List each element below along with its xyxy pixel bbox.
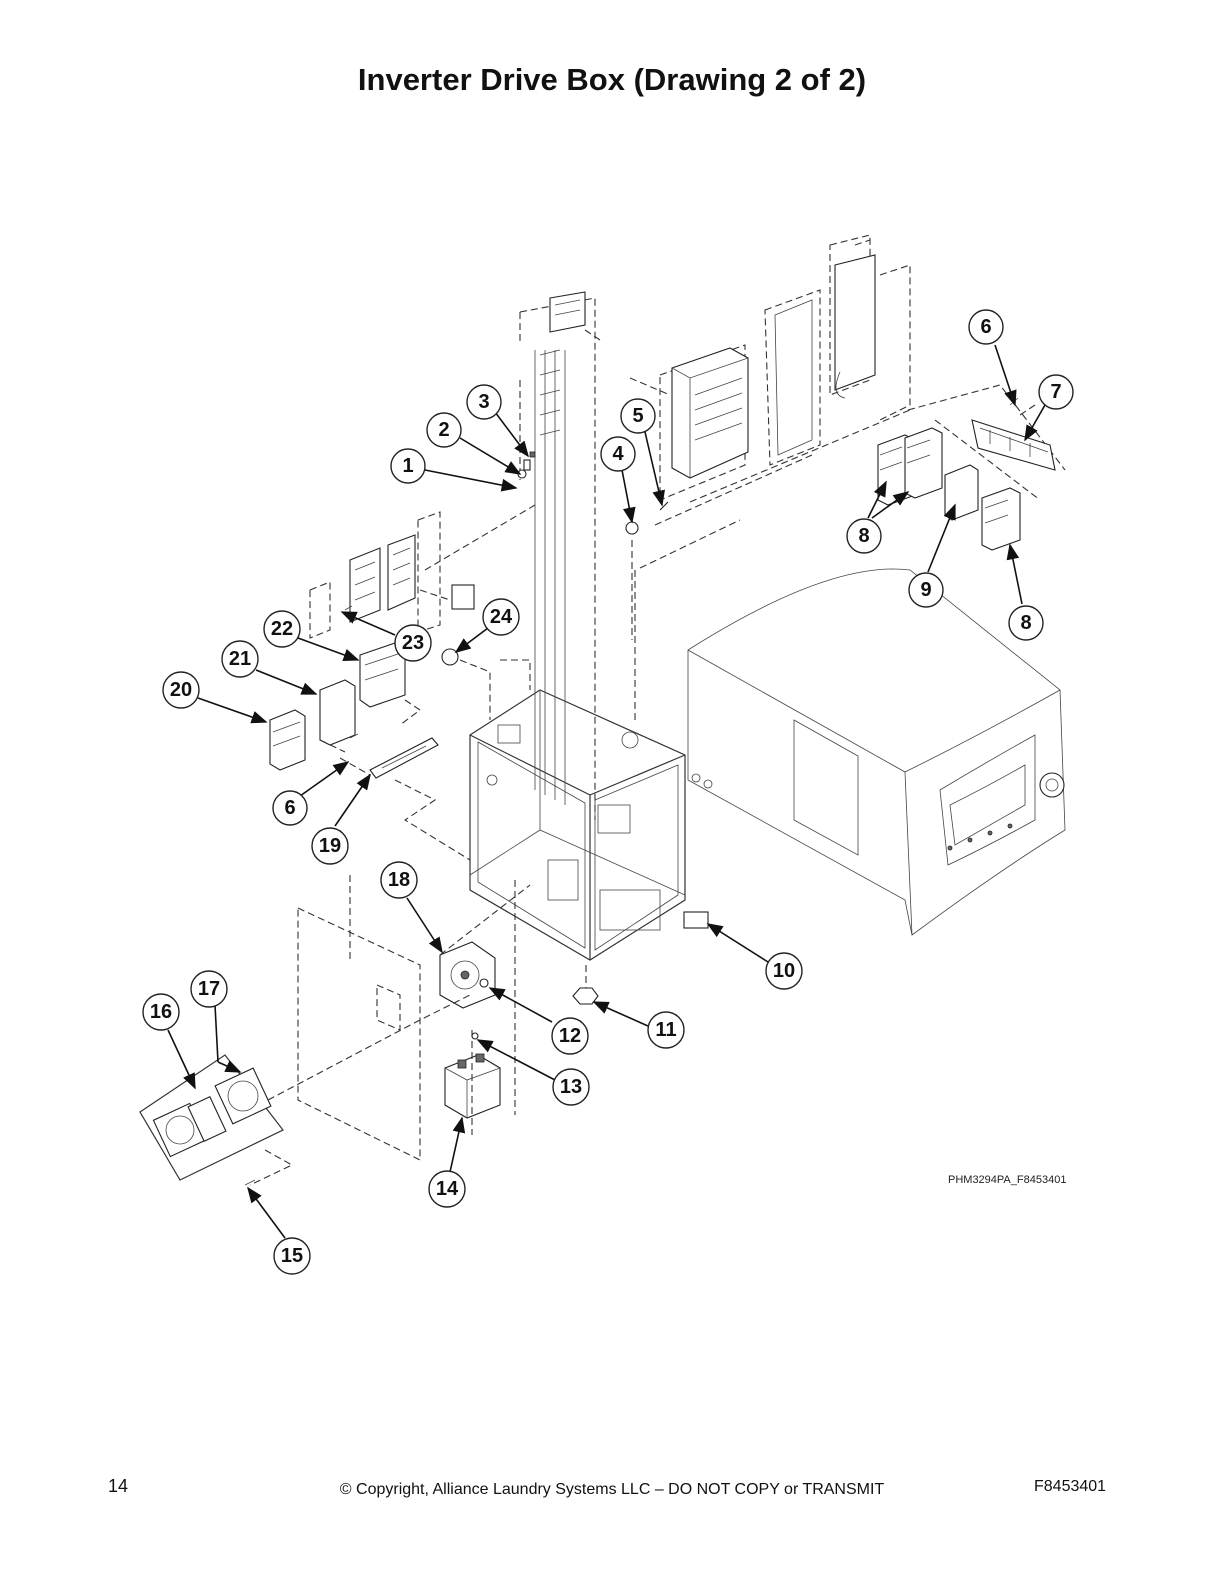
callout-8-left: 8	[846, 518, 882, 554]
svg-text:6: 6	[284, 797, 295, 819]
contactor-group	[877, 384, 1066, 551]
callout-2: 2	[426, 412, 462, 448]
page-number: 14	[108, 1476, 129, 1496]
callout-6-top: 6	[968, 309, 1004, 345]
enclosure-box	[469, 689, 713, 961]
callout-14: 14	[428, 1170, 466, 1208]
svg-text:24: 24	[490, 606, 513, 628]
left-din-rail-group	[269, 642, 471, 861]
svg-text:4: 4	[612, 443, 624, 465]
callout-22: 22	[263, 610, 301, 648]
svg-text:22: 22	[271, 618, 293, 640]
callout-1: 1	[390, 448, 426, 484]
svg-text:6: 6	[980, 316, 991, 338]
assembly-lines	[424, 329, 911, 720]
svg-text:21: 21	[229, 648, 251, 670]
callout-21: 21	[221, 640, 259, 678]
svg-text:3: 3	[478, 391, 489, 413]
callout-12: 12	[551, 1017, 589, 1055]
callout-13: 13	[552, 1068, 590, 1106]
callout-18: 18	[380, 861, 418, 899]
svg-text:23: 23	[402, 632, 424, 654]
callout-9: 9	[908, 572, 944, 608]
svg-text:11: 11	[655, 1019, 676, 1041]
callout-4: 4	[600, 436, 636, 472]
callout-10: 10	[765, 952, 803, 990]
relay-bank	[309, 511, 475, 639]
front-panel	[297, 875, 421, 1161]
svg-text:10: 10	[773, 960, 795, 982]
svg-text:14: 14	[436, 1178, 459, 1200]
svg-text:20: 20	[170, 679, 192, 701]
document-number: F8453401	[1034, 1478, 1107, 1495]
svg-text:8: 8	[858, 525, 869, 547]
callout-5: 5	[620, 398, 656, 434]
fan-guard-assembly	[139, 994, 471, 1186]
transformer	[444, 880, 516, 1135]
hardware	[244, 451, 709, 1186]
drawing-code: PHM3294PA_F8453401	[948, 1174, 1067, 1186]
callout-8-right: 8	[1008, 605, 1044, 641]
svg-text:1: 1	[402, 455, 413, 477]
callout-16: 16	[142, 993, 180, 1031]
svg-text:13: 13	[560, 1076, 582, 1098]
svg-text:7: 7	[1050, 381, 1061, 403]
callout-7: 7	[1038, 374, 1074, 410]
callout-11: 11	[647, 1011, 685, 1049]
cooling-fan	[439, 884, 531, 1009]
inverter-assembly	[629, 234, 911, 501]
enclosure-cover	[687, 568, 1066, 936]
svg-text:2: 2	[438, 419, 449, 441]
svg-text:9: 9	[920, 579, 931, 601]
page-title: Inverter Drive Box (Drawing 2 of 2)	[357, 62, 867, 97]
svg-text:12: 12	[559, 1025, 581, 1047]
callout-20: 20	[162, 671, 200, 709]
callout-23: 23	[394, 624, 432, 662]
svg-text:5: 5	[632, 405, 643, 427]
callout-17: 17	[190, 970, 228, 1008]
svg-text:18: 18	[388, 869, 410, 891]
terminal-strip	[519, 291, 596, 820]
svg-text:17: 17	[198, 978, 220, 1000]
callout-15: 15	[273, 1237, 311, 1275]
svg-text:19: 19	[319, 835, 341, 857]
callout-19: 19	[311, 827, 349, 865]
callout-3: 3	[466, 384, 502, 420]
svg-text:16: 16	[150, 1001, 172, 1023]
leader-arrows	[167, 344, 1046, 1239]
copyright-notice: © Copyright, Alliance Laundry Systems LL…	[339, 1481, 885, 1498]
svg-text:8: 8	[1020, 612, 1031, 634]
callout-6-left: 6	[272, 790, 308, 826]
callout-24: 24	[482, 598, 520, 636]
svg-text:15: 15	[281, 1245, 303, 1267]
